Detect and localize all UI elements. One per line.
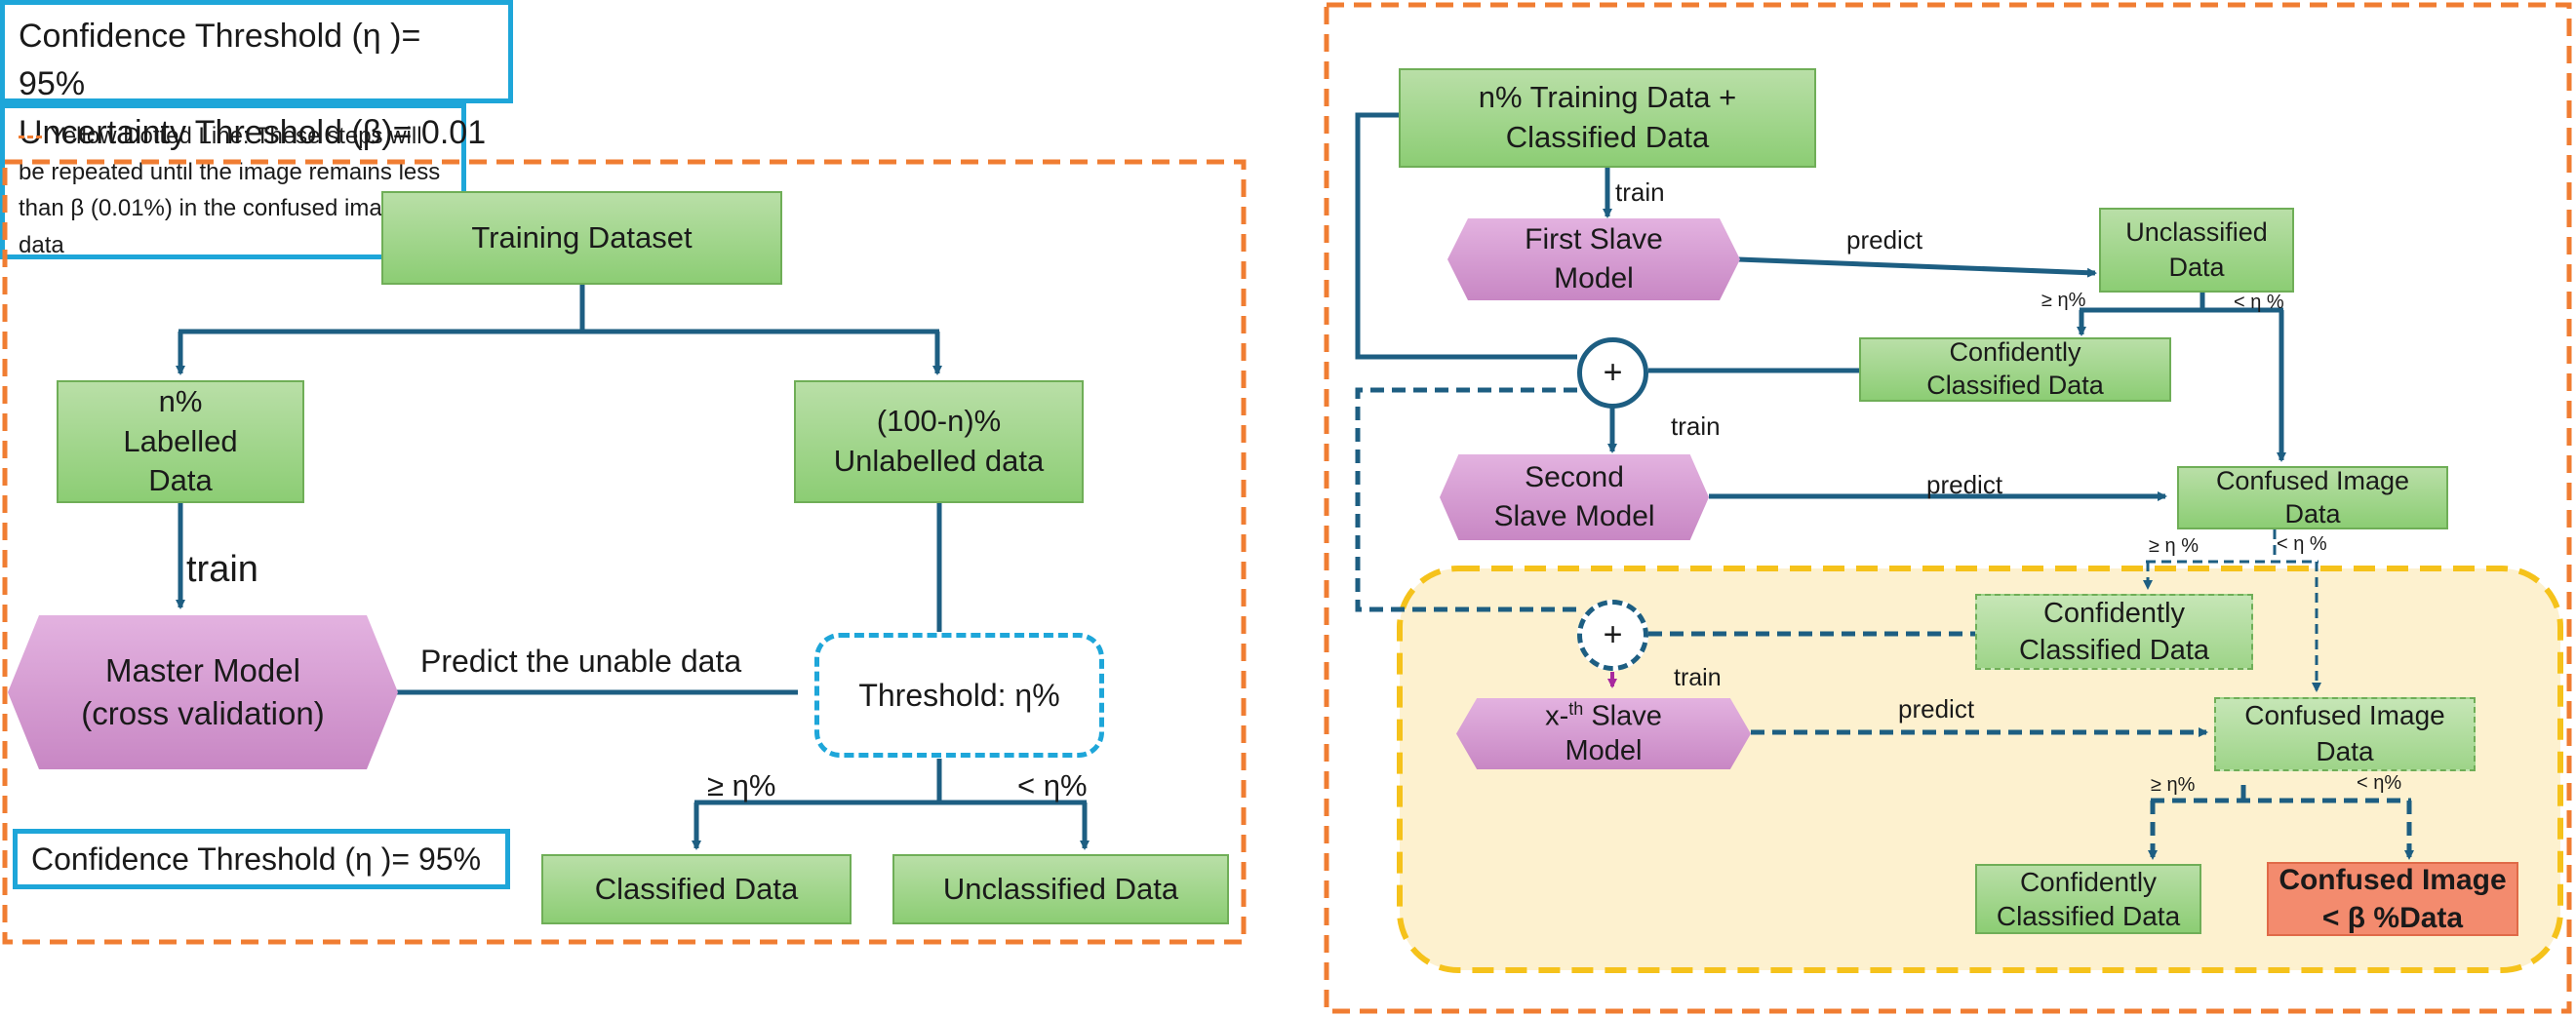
confidence-threshold-box: Confidence Threshold (η )= 95%: [13, 829, 510, 889]
confused-image-data-2: Confused Image Data: [2214, 697, 2476, 771]
master-model: Master Model (cross validation): [8, 615, 398, 769]
predict-unable-label: Predict the unable data: [420, 644, 742, 679]
merge-plus-2: +: [1577, 600, 1648, 671]
ge-eta-label-left: ≥ η%: [707, 768, 776, 802]
labelled-data-box: n% Labelled Data: [57, 380, 304, 503]
unlabelled-data-box: (100-n)% Unlabelled data: [794, 380, 1084, 503]
unclassified-data-right: Unclassified Data: [2099, 208, 2294, 293]
lt-eta-label-2: < η %: [2277, 533, 2327, 555]
confused-image-data-1: Confused Image Data: [2177, 466, 2448, 529]
train-label-1: train: [1615, 177, 1665, 207]
left-connectors: [176, 285, 1090, 850]
confused-below-beta-box: Confused Image < β %Data: [2267, 862, 2518, 936]
right-panel-frame: [1324, 2, 2572, 1014]
lt-eta-label-1: < η %: [2234, 292, 2284, 313]
first-slave-model: First Slave Model: [1447, 218, 1740, 300]
lt-eta-label-3: < η%: [2357, 772, 2402, 794]
final-line1: Confused Image: [2279, 864, 2507, 896]
ge-eta-label-2: ≥ η %: [2149, 535, 2199, 557]
final-line2: < β %Data: [2321, 902, 2464, 934]
right-dashed-connectors: [1355, 387, 2414, 860]
train-label-3: train: [1674, 664, 1722, 691]
ge-eta-label-3: ≥ η%: [2151, 774, 2196, 796]
training-plus-classified-box: n% Training Data + Classified Data: [1399, 68, 1816, 168]
xth-slave-line1: x-th Slave: [1545, 699, 1662, 733]
confidently-classified-2: Confidently Classified Data: [1975, 594, 2253, 670]
right-connectors: [1355, 112, 2286, 501]
predict-label-3: predict: [1898, 694, 1975, 724]
right-thin-dashed-connectors: [2143, 529, 2321, 692]
left-panel-frame: [2, 159, 1247, 945]
second-slave-model: Second Slave Model: [1440, 454, 1709, 540]
predict-label-2: predict: [1926, 470, 2003, 499]
train-label-left: train: [186, 549, 258, 590]
xth-prefix: x-: [1545, 701, 1569, 733]
confidently-classified-3: Confidently Classified Data: [1975, 864, 2201, 934]
confidently-classified-1: Confidently Classified Data: [1859, 337, 2171, 402]
unclassified-data-box: Unclassified Data: [892, 854, 1229, 924]
xth-slave-model: x-th Slave Model: [1456, 698, 1751, 769]
merge-plus-1: +: [1577, 337, 1648, 409]
train-label-2: train: [1671, 411, 1721, 441]
classified-data-box: Classified Data: [541, 854, 852, 924]
xth-suffix: Slave: [1583, 701, 1662, 733]
dash-legend-swatch: [19, 136, 42, 139]
predict-label-1: predict: [1846, 225, 1923, 254]
thresholds-line1: Confidence Threshold (η )= 95%: [19, 18, 421, 103]
threshold-box: Threshold: η%: [814, 633, 1104, 758]
training-dataset-box: Training Dataset: [381, 191, 782, 285]
xth-sup: th: [1568, 699, 1584, 720]
xth-slave-line2: Model: [1565, 734, 1643, 766]
ge-eta-label-1: ≥ η%: [2041, 290, 2086, 311]
lt-eta-label-left: < η%: [1017, 768, 1088, 802]
